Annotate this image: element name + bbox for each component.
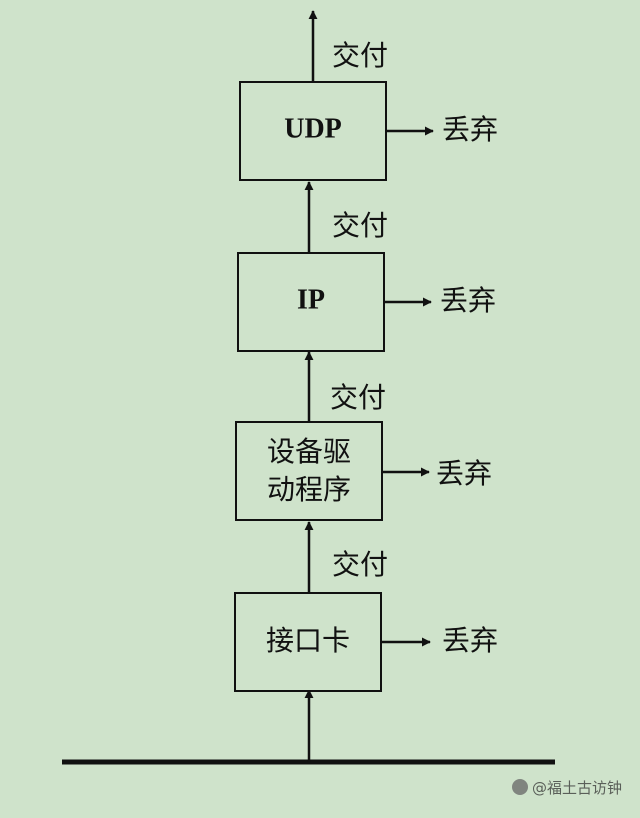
nic-discard-label: 丢弃: [442, 624, 498, 657]
udp-box: [239, 81, 387, 181]
interface-card-box: [234, 592, 382, 692]
ip-discard-label: 丢弃: [440, 284, 496, 317]
ip-label: IP: [297, 284, 325, 315]
watermark: @福土古访钟: [511, 777, 622, 798]
udp-discard-label: 丢弃: [442, 113, 498, 146]
driver-deliver-label: 交付: [330, 381, 386, 414]
driver-discard-label: 丢弃: [436, 457, 492, 490]
watermark-text: @福土古访钟: [531, 779, 622, 797]
device-driver-label-line1: 设备驱: [267, 435, 351, 468]
ip-deliver-label: 交付: [332, 209, 388, 242]
nic-deliver-label: 交付: [332, 548, 388, 581]
watermark-icon: [511, 779, 528, 795]
udp-label: UDP: [284, 113, 342, 144]
device-driver-label-line2: 动程序: [267, 473, 351, 506]
interface-card-label: 接口卡: [266, 624, 350, 657]
udp-deliver-label: 交付: [332, 39, 388, 72]
